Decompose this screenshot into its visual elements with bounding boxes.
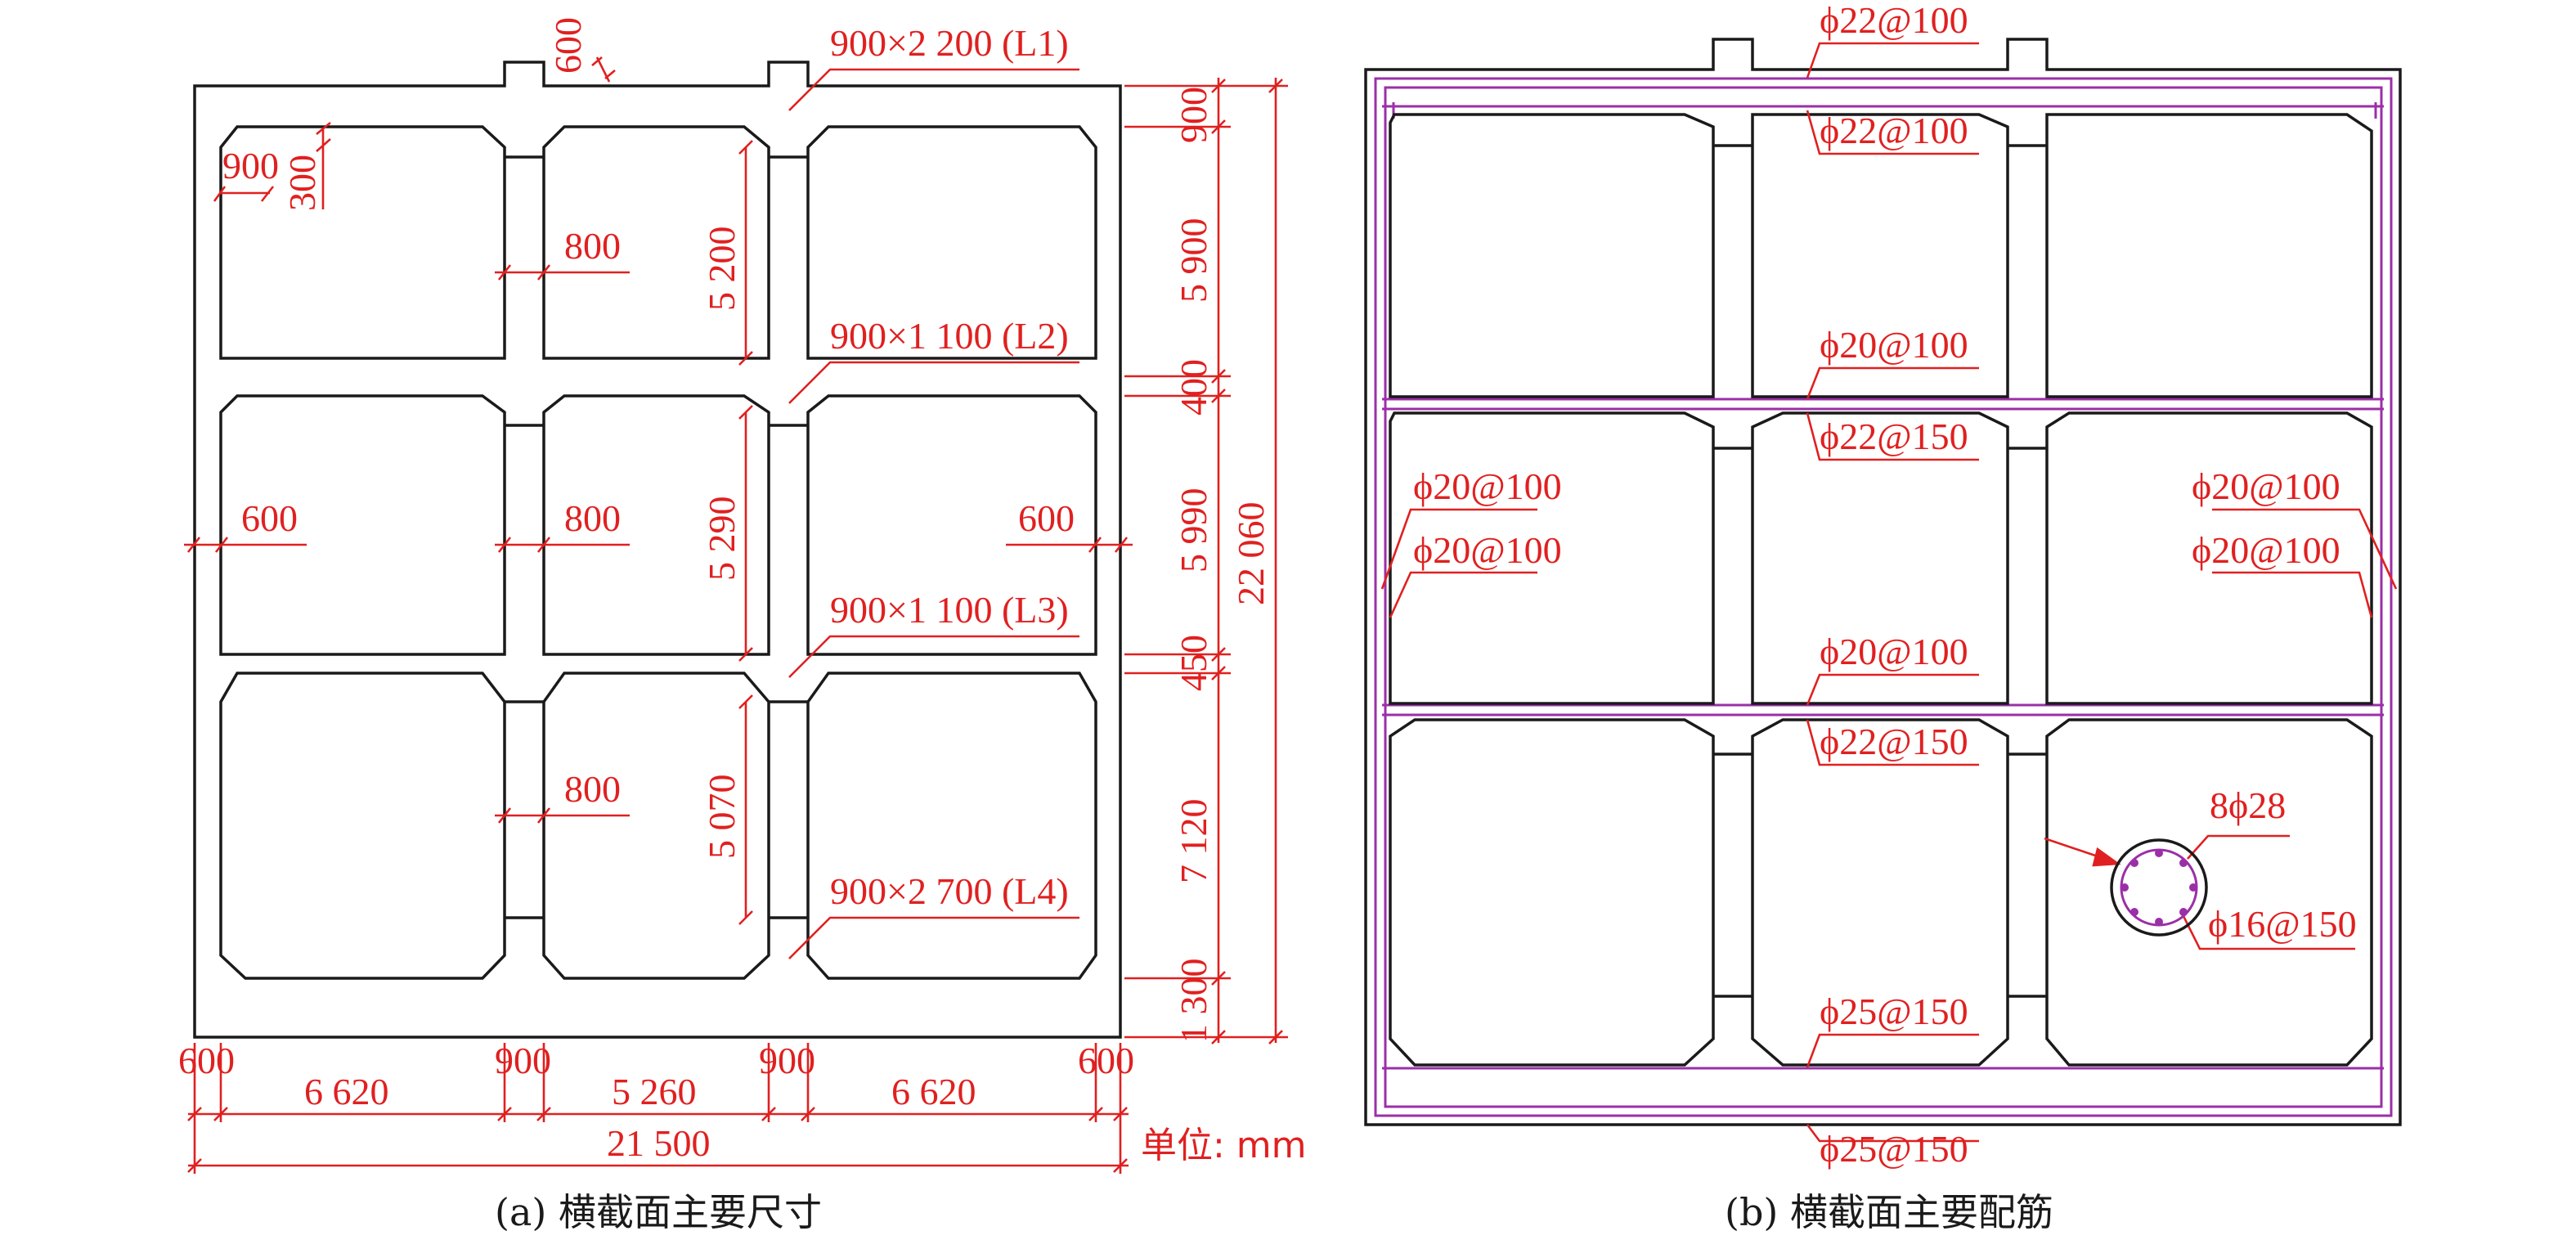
cell-r1-right [806, 125, 1097, 360]
cell-b-r1-right [2045, 113, 2373, 398]
haunch-height: 300 [281, 155, 323, 211]
wall-dim-mid-top: 800 [564, 225, 621, 267]
cell-b-r3-left [1389, 718, 1715, 1067]
haunch-width: 900 [222, 145, 279, 186]
cell-r2-left [219, 394, 506, 656]
rdim-900: 900 [1173, 87, 1214, 143]
rebar-bottom-outer: ϕ25@150 [1820, 1128, 1968, 1170]
cell-r3-left [219, 672, 506, 980]
total-height: 22 060 [1230, 502, 1272, 606]
clear-height-2: 5 290 [701, 496, 743, 582]
beam-marks-b [1713, 144, 2047, 998]
haunch-dim-lines [213, 121, 331, 209]
wall-dim-lines [184, 264, 1133, 824]
rebar-slab1-top: ϕ20@100 [1820, 324, 1968, 366]
wall-dim-mid-mid: 800 [564, 497, 621, 539]
beam-label-l3: 900×1 100 (L3) [830, 589, 1069, 631]
wall-dim-right: 600 [1018, 497, 1075, 539]
clear-height-3: 5 070 [701, 775, 743, 860]
bdim-600-right: 600 [1078, 1040, 1134, 1081]
beam-label-l2: 900×1 100 (L2) [830, 315, 1069, 357]
cell-r2-mid [542, 394, 770, 656]
column-bars [2120, 849, 2197, 926]
beam-leaders [788, 68, 1079, 959]
top-stub-dim: 600 [547, 17, 589, 74]
rebar-leaders [1380, 42, 2398, 1143]
right-dim-chain [1124, 78, 1288, 1045]
beam-label-l1: 900×2 200 (L1) [830, 22, 1069, 64]
column-section-detail [2110, 838, 2208, 937]
cell-r3-right [806, 672, 1097, 980]
outer-section-outline-b [1364, 38, 2402, 1126]
rdim-5900: 5 900 [1173, 218, 1214, 303]
outer-section-outline [193, 61, 1122, 1039]
cell-b-r1-mid [1751, 113, 2009, 398]
cell-b-r3-right [2045, 718, 2373, 1067]
rebar-outer-cage-2 [1384, 86, 2383, 1108]
cell-r1-mid [542, 125, 770, 360]
panel-b-reinforcement: ϕ22@100 ϕ22@100 ϕ20@100 ϕ22@150 ϕ20@100 … [1364, 0, 2402, 1234]
rebar-slab2-bot: ϕ22@150 [1820, 721, 1968, 762]
rebar-inner-lines [1382, 102, 2384, 1070]
panel-a-dimensions: 600 900×2 200 (L1) 900×1 100 (L2) 900×1 … [178, 17, 1307, 1234]
bdim-900-b: 900 [759, 1040, 815, 1081]
rdim-7120: 7 120 [1173, 799, 1214, 884]
rebar-outer-cage [1374, 77, 2393, 1117]
cell-r2-right [806, 394, 1097, 656]
cell-b-r2-left [1389, 411, 1715, 705]
rdim-400: 400 [1173, 359, 1214, 416]
rebar-top-inner: ϕ22@100 [1820, 110, 1968, 151]
clear-height-lines [738, 140, 753, 925]
cell-r1-left [219, 125, 506, 360]
bdim-6620-right: 6 620 [891, 1071, 976, 1112]
bottom-dim-chain [187, 1043, 1129, 1174]
rebar-left-outer: ϕ20@100 [1413, 465, 1562, 507]
bdim-600-left: 600 [178, 1040, 235, 1081]
rdim-450: 450 [1173, 635, 1214, 691]
cell-b-r2-right [2045, 411, 2373, 705]
bdim-6620-left: 6 620 [304, 1071, 389, 1112]
caption-a: (a) 横截面主要尺寸 [495, 1190, 822, 1234]
beam-marks-a [505, 155, 808, 919]
bdim-5260: 5 260 [612, 1071, 697, 1112]
rebar-right-outer: ϕ20@100 [2192, 465, 2340, 507]
clear-height-1: 5 200 [701, 227, 743, 312]
rdim-5990: 5 990 [1173, 488, 1214, 573]
cell-r3-mid [542, 672, 770, 980]
rdim-1300: 1 300 [1173, 959, 1214, 1044]
column-ties: ϕ16@150 [2208, 903, 2357, 945]
caption-b: (b) 横截面主要配筋 [1725, 1190, 2053, 1234]
rebar-bottom-inner: ϕ25@150 [1820, 991, 1968, 1032]
beam-label-l4: 900×2 700 (L4) [830, 870, 1069, 912]
rebar-left-inner: ϕ20@100 [1413, 529, 1562, 571]
cell-b-r1-left [1389, 113, 1715, 398]
rebar-slab2-top: ϕ20@100 [1820, 631, 1968, 672]
cell-b-r3-mid [1751, 718, 2009, 1067]
wall-dim-left: 600 [241, 497, 298, 539]
rebar-top-outer: ϕ22@100 [1820, 0, 1968, 41]
cell-b-r2-mid [1751, 411, 2009, 705]
unit-label: 单位: mm [1141, 1125, 1307, 1166]
column-main-bars: 8ϕ28 [2210, 784, 2286, 826]
rebar-right-inner: ϕ20@100 [2192, 529, 2340, 571]
total-width: 21 500 [607, 1122, 711, 1164]
bdim-900-a: 900 [495, 1040, 551, 1081]
wall-dim-mid-bot: 800 [564, 768, 621, 810]
rebar-slab1-bot: ϕ22@150 [1820, 416, 1968, 457]
